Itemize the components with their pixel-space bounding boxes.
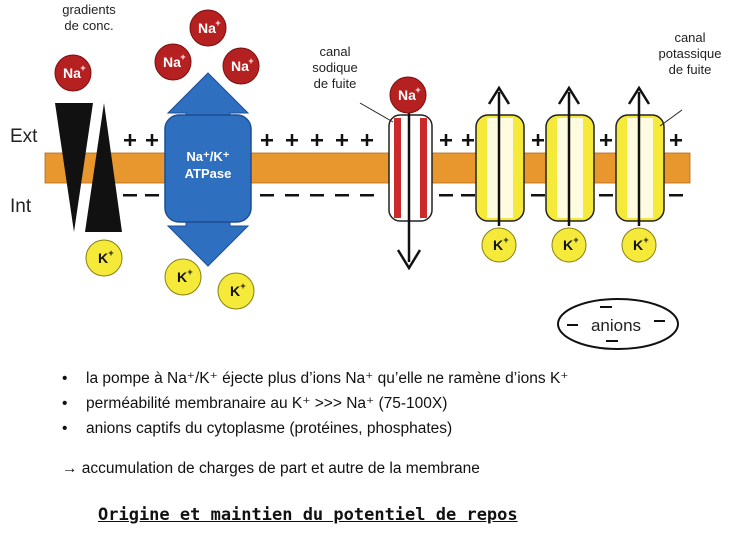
potassium-channel-label: canal potassique de fuite [650, 30, 730, 78]
potassium-ion: K+ [551, 227, 587, 263]
minus-charge [145, 194, 159, 197]
plus-charge [336, 134, 348, 146]
svg-text:+: + [573, 235, 578, 245]
minus-charge [260, 194, 274, 197]
mechanism-item: perméabilité membranaire au K⁺ >>> Na⁺ (… [62, 393, 569, 414]
k-gradient-triangle [85, 103, 122, 232]
potassium-ion: K+ [217, 272, 255, 310]
anion-charge-right [654, 320, 665, 322]
svg-text:+: + [187, 267, 192, 277]
potassium-channel-label-l3: de fuite [668, 62, 712, 77]
potassium-ion: K+ [621, 227, 657, 263]
ext-label: Ext [10, 126, 38, 147]
svg-text:+: + [108, 248, 113, 258]
minus-charge [531, 194, 545, 197]
pump-label-line2: ATPase [185, 166, 232, 181]
minus-charge [439, 194, 453, 197]
svg-text:+: + [180, 52, 185, 62]
svg-text:Na: Na [398, 87, 416, 103]
potassium-efflux-arrows [487, 85, 651, 226]
minus-charge [669, 194, 683, 197]
plus-charge [440, 134, 452, 146]
svg-text:Na: Na [231, 58, 249, 74]
svg-text:Na: Na [63, 65, 81, 81]
sodium-influx-arrowhead [396, 249, 422, 271]
plus-charge [311, 134, 323, 146]
plus-charge [670, 134, 682, 146]
pump-label-line1: Na⁺/K⁺ [186, 149, 229, 164]
sodium-channel-label: canal sodique de fuite [300, 44, 370, 92]
sodium-ion: Na+ [154, 43, 192, 81]
sodium-channel-label-l2: sodique [312, 60, 358, 75]
potassium-channel-label-l1: canal [674, 30, 706, 45]
svg-text:+: + [415, 85, 420, 95]
potassium-channel-label-l2: potassique [658, 46, 722, 61]
svg-text:K: K [563, 237, 573, 253]
anion-charge-left [567, 324, 578, 326]
svg-text:+: + [503, 235, 508, 245]
svg-text:Na: Na [163, 54, 181, 70]
svg-text:Na: Na [198, 20, 216, 36]
svg-text:+: + [248, 56, 253, 66]
minus-charge [599, 194, 613, 197]
plus-charge [261, 134, 273, 146]
potassium-ion: K+ [85, 239, 123, 277]
gradient-label: gradients de conc. [62, 2, 116, 33]
sodium-ion: Na+ [54, 54, 92, 92]
svg-text:K: K [230, 283, 240, 299]
plus-charge [124, 134, 136, 146]
svg-text:K: K [177, 269, 187, 285]
anions-ellipse [557, 298, 679, 350]
minus-charge [123, 194, 137, 197]
sodium-channel-leader [359, 102, 394, 123]
sodium-leak-channel [388, 114, 433, 222]
anion-charge-top [600, 306, 612, 308]
minus-charge [461, 194, 475, 197]
potassium-ion: K+ [164, 258, 202, 296]
int-label: Int [10, 196, 32, 217]
svg-text:+: + [80, 63, 85, 73]
sodium-ion: Na+ [389, 76, 427, 114]
membrane-diagram: Na⁺/K⁺ ATPase [44, 9, 691, 350]
plus-charge [532, 134, 544, 146]
na-gradient-triangle [55, 103, 93, 232]
sodium-channel-label-l3: de fuite [313, 76, 357, 91]
diagram-title: Origine et maintien du potentiel de repo… [98, 505, 518, 525]
svg-text:K: K [493, 237, 503, 253]
ions: Na+Na+Na+Na+Na+K+K+K+K+K+K+ [54, 9, 657, 310]
svg-text:+: + [240, 281, 245, 291]
minus-charge [335, 194, 349, 197]
plus-charge [462, 134, 474, 146]
pump-body [164, 114, 252, 223]
mechanism-item: la pompe à Na⁺/K⁺ éjecte plus d’ions Na⁺… [62, 368, 569, 389]
svg-text:+: + [215, 18, 220, 28]
plus-charge [361, 134, 373, 146]
mechanism-list: la pompe à Na⁺/K⁺ éjecte plus d’ions Na⁺… [62, 368, 569, 443]
anions-label: anions [591, 316, 641, 335]
svg-text:K: K [98, 250, 108, 266]
minus-charge [285, 194, 299, 197]
anion-charge-bottom [606, 340, 618, 342]
plus-charge [146, 134, 158, 146]
svg-text:+: + [643, 235, 648, 245]
conclusion-text: → accumulation de charges de part et aut… [62, 460, 480, 477]
potassium-ion: K+ [481, 227, 517, 263]
mechanism-item: anions captifs du cytoplasme (protéines,… [62, 418, 569, 439]
potassium-channel-leader [659, 109, 683, 127]
minus-charge [310, 194, 324, 197]
sodium-ion: Na+ [222, 47, 260, 85]
sodium-channel-label-l1: canal [319, 44, 351, 59]
membrane-charges [123, 134, 683, 197]
plus-charge [600, 134, 612, 146]
minus-charge [360, 194, 374, 197]
sodium-ion: Na+ [189, 9, 227, 47]
svg-text:K: K [633, 237, 643, 253]
plus-charge [286, 134, 298, 146]
